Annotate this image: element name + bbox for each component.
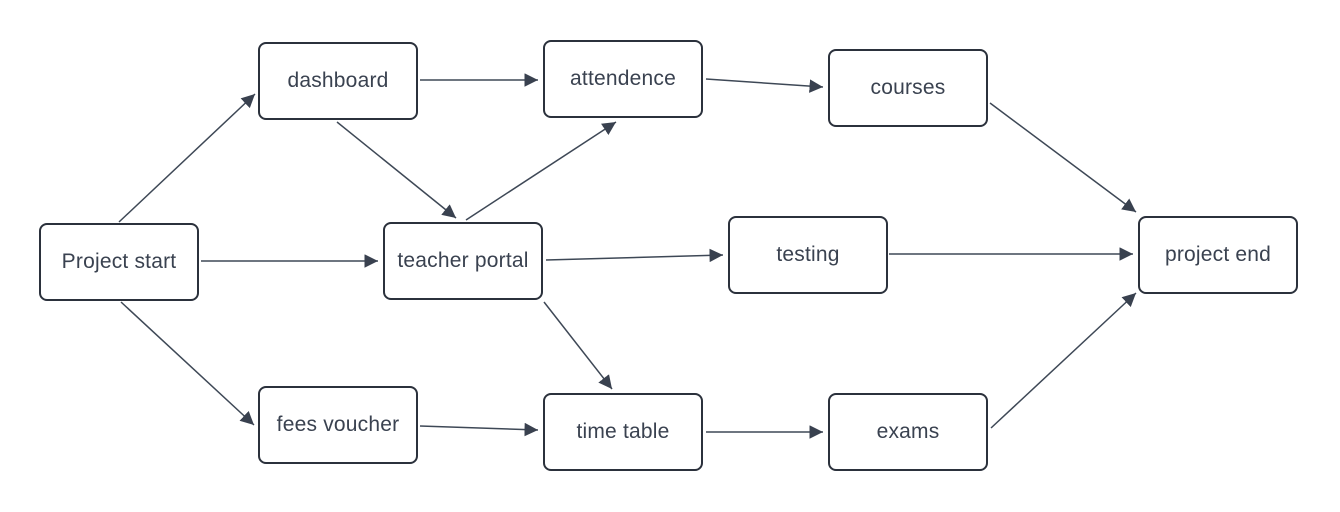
node-project-end[interactable]: project end — [1138, 216, 1298, 294]
node-fees-voucher[interactable]: fees voucher — [258, 386, 418, 464]
node-project-start[interactable]: Project start — [39, 223, 199, 301]
node-attendence[interactable]: attendence — [543, 40, 703, 118]
edge-teacher-portal-to-time-table[interactable] — [543, 301, 613, 390]
node-dashboard-label: dashboard — [287, 69, 389, 92]
node-project-start-label: Project start — [61, 250, 177, 273]
node-teacher-portal-label: teacher portal — [397, 249, 529, 272]
node-testing[interactable]: testing — [728, 216, 888, 294]
node-courses[interactable]: courses — [828, 49, 988, 127]
node-exams[interactable]: exams — [828, 393, 988, 471]
node-time-table[interactable]: time table — [543, 393, 703, 471]
node-teacher-portal[interactable]: teacher portal — [383, 222, 543, 300]
node-project-end-label: project end — [1164, 243, 1272, 266]
node-exams-label: exams — [876, 420, 940, 443]
node-dashboard[interactable]: dashboard — [258, 42, 418, 120]
node-attendence-label: attendence — [570, 67, 676, 90]
edge-attendence-to-courses[interactable] — [705, 78, 824, 93]
edge-project-start-to-dashboard[interactable] — [118, 93, 256, 223]
node-courses-label: courses — [870, 76, 946, 99]
edge-teacher-portal-to-attendence[interactable] — [465, 121, 617, 221]
edge-fees-voucher-to-time-table[interactable] — [419, 422, 539, 437]
edge-dashboard-to-teacher-portal[interactable] — [336, 121, 457, 219]
edge-exams-to-project-end[interactable] — [990, 292, 1137, 429]
node-fees-voucher-label: fees voucher — [276, 413, 400, 436]
node-time-table-label: time table — [576, 420, 670, 443]
edge-courses-to-project-end[interactable] — [989, 102, 1137, 213]
edge-teacher-portal-to-testing[interactable] — [545, 248, 724, 263]
node-testing-label: testing — [776, 243, 840, 266]
edge-project-start-to-fees-voucher[interactable] — [120, 301, 255, 426]
